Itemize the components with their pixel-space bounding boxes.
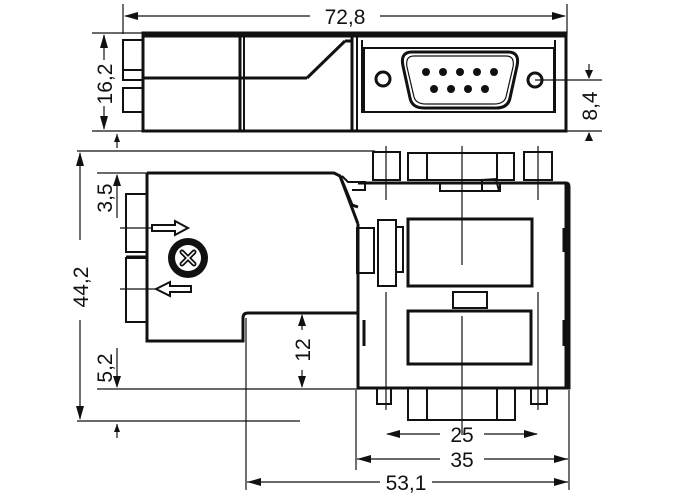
- arrow-out-icon: [120, 280, 192, 298]
- dimension-overall-height: 44,2: [70, 150, 375, 438]
- dim-label-pin-spacing: 25: [450, 424, 473, 447]
- side-connector-body: [356, 151, 571, 421]
- dim-label-base-length: 53,1: [386, 472, 427, 495]
- side-view: 44,2 3,5 5,2: [70, 146, 571, 495]
- dim-label-top-height: 16,2: [94, 64, 117, 105]
- upper-window: [406, 217, 534, 288]
- dimension-top-height: 16,2: [92, 32, 145, 148]
- top-view: 72,8 16,2: [92, 4, 602, 148]
- screw-icon: [168, 238, 208, 278]
- arrow-in-icon: [120, 219, 191, 237]
- side-left-tabs: [125, 193, 148, 323]
- top-housing: [141, 31, 568, 133]
- dsub-connector-plate: [361, 40, 556, 113]
- mounting-hole-left: [374, 70, 392, 88]
- dimension-pin-spacing: 25: [386, 424, 538, 447]
- dimension-overall-length: 72,8: [122, 4, 568, 34]
- pin-row-top: [422, 68, 498, 76]
- dsub-shell: [400, 50, 520, 110]
- dimension-connector-width: 35: [357, 449, 568, 472]
- dimension-bottom-offset: 5,2: [94, 348, 360, 390]
- top-left-tabs: [122, 39, 144, 113]
- dimension-top-offset: 3,5: [94, 172, 148, 218]
- pin-row-bottom: [430, 85, 489, 93]
- dimension-base-length: 53,1: [247, 472, 568, 495]
- dim-label-overall-height: 44,2: [70, 267, 93, 308]
- dim-label-overall-length: 72,8: [325, 6, 366, 29]
- dim-label-connector-offset: 8,4: [579, 91, 602, 121]
- dim-label-connector-width: 35: [450, 449, 473, 472]
- centerlines: [385, 146, 539, 435]
- dim-label-top-offset: 3,5: [94, 183, 117, 212]
- lower-window: [406, 309, 533, 366]
- dimension-connector-offset: 8,4: [535, 64, 602, 141]
- dim-label-step-height: 12: [292, 338, 315, 361]
- dim-label-bottom-offset: 5,2: [94, 353, 117, 382]
- dimension-step-height: 12: [292, 314, 315, 388]
